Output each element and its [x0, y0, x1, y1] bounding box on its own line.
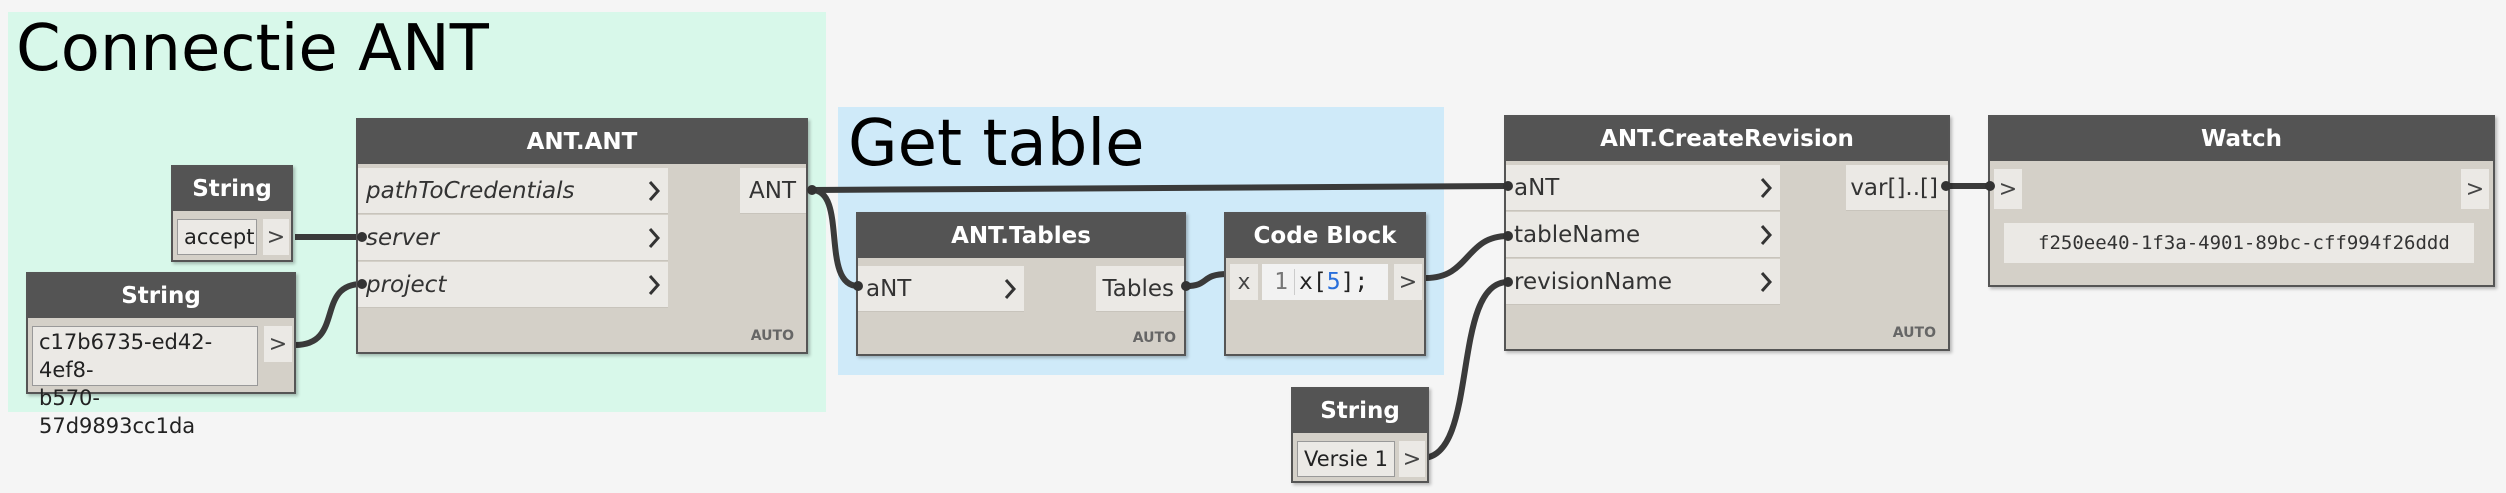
output-port[interactable]: >	[1394, 264, 1422, 300]
input-port-pathtocredentials[interactable]: pathToCredentials	[358, 168, 668, 214]
node-title: String	[1293, 389, 1427, 433]
port-label: revisionName	[1514, 268, 1672, 295]
chevron-right-icon	[648, 274, 661, 295]
connector-dot	[1941, 181, 1951, 191]
string-node-versie[interactable]: String Versie 1 >	[1291, 387, 1429, 483]
input-port-ant[interactable]: aNT	[1506, 165, 1780, 211]
port-label: aNT	[1514, 174, 1560, 201]
port-label: pathToCredentials	[366, 177, 575, 204]
node-title: ANT.CreateRevision	[1506, 117, 1948, 161]
ant-tables-node[interactable]: ANT.Tables aNT Tables AUTO	[856, 212, 1186, 356]
chevron-right-icon	[648, 227, 661, 248]
output-port[interactable]: >	[1399, 441, 1425, 477]
port-label: server	[366, 224, 439, 251]
string-value-field[interactable]: accept	[177, 219, 257, 255]
wire-project-project	[294, 281, 363, 348]
string-value-line: b570-57d9893cc1da	[39, 386, 196, 438]
connector-dot	[1181, 281, 1191, 291]
group-title: Connectie ANT	[16, 12, 489, 86]
output-port[interactable]: >	[263, 219, 289, 255]
chevron-right-icon	[1760, 177, 1773, 198]
connector-dot	[1503, 181, 1513, 191]
connector-dot	[807, 185, 817, 195]
ant-createrevision-node[interactable]: ANT.CreateRevision aNT tableName revisio…	[1504, 115, 1950, 351]
connector-dot	[1985, 181, 1995, 191]
connector-dot	[357, 279, 367, 289]
connector-dot	[1503, 231, 1513, 241]
node-title: ANT.Tables	[858, 214, 1184, 258]
string-value-field[interactable]: Versie 1	[1297, 441, 1395, 477]
code-block-node[interactable]: Code Block x 1 x [ 5 ]; >	[1224, 212, 1426, 356]
string-node-project[interactable]: String c17b6735-ed42-4ef8- b570-57d9893c…	[26, 272, 296, 438]
code-bracket-close: ];	[1340, 269, 1369, 295]
input-port-ant[interactable]: aNT	[858, 266, 1024, 312]
chevron-right-icon	[648, 180, 661, 201]
code-bracket-open: [	[1312, 269, 1327, 295]
string-value-line: c17b6735-ed42-4ef8-	[39, 330, 213, 382]
watch-value: f250ee40-1f3a-4901-89bc-cff994f26ddd	[2038, 232, 2450, 254]
connector-dot	[853, 281, 863, 291]
chevron-right-icon	[1760, 271, 1773, 292]
input-port[interactable]: >	[1994, 169, 2022, 209]
chevron-right-icon	[1760, 224, 1773, 245]
node-title: Watch	[1990, 117, 2493, 161]
node-title: String	[28, 274, 294, 318]
input-port-project[interactable]: project	[358, 262, 668, 308]
ant-ant-node[interactable]: ANT.ANT pathToCredentials server project…	[356, 118, 808, 354]
output-port[interactable]: >	[264, 326, 292, 362]
lacing-label: AUTO	[750, 328, 794, 344]
watch-node[interactable]: Watch > > f250ee40-1f3a-4901-89bc-cff994…	[1988, 115, 2495, 287]
node-title: ANT.ANT	[358, 120, 806, 164]
wire-versie-revisionname	[1421, 279, 1509, 461]
port-label: Tables	[1102, 275, 1174, 302]
node-title: Code Block	[1226, 214, 1424, 258]
input-port-x[interactable]: x	[1230, 264, 1258, 300]
port-label: tableName	[1514, 221, 1641, 248]
code-editor[interactable]: 1 x [ 5 ];	[1262, 264, 1388, 300]
string-node-accept[interactable]: String accept >	[171, 165, 293, 262]
input-port-tablename[interactable]: tableName	[1506, 212, 1780, 258]
connector-dot	[1503, 277, 1513, 287]
port-label: aNT	[866, 275, 912, 302]
output-port-tables[interactable]: Tables	[1096, 266, 1184, 312]
input-port-server[interactable]: server	[358, 215, 668, 261]
line-number: 1	[1262, 269, 1295, 295]
chevron-right-icon	[1004, 278, 1017, 299]
wire-codeblock-tablename	[1425, 233, 1509, 281]
input-port-revisionname[interactable]: revisionName	[1506, 259, 1780, 305]
lacing-label: AUTO	[1132, 330, 1176, 346]
wire-ant-createrevision	[811, 183, 1509, 193]
port-label: ANT	[749, 177, 796, 204]
output-port[interactable]: >	[2461, 169, 2489, 209]
group-title: Get table	[848, 107, 1145, 181]
connector-dot	[357, 232, 367, 242]
wire-ant-anttables	[811, 187, 859, 289]
string-value-field[interactable]: c17b6735-ed42-4ef8- b570-57d9893cc1da	[32, 326, 258, 438]
output-port-var[interactable]: var[]..[]	[1846, 165, 1948, 211]
output-port-ant[interactable]: ANT	[740, 168, 806, 214]
code-number: 5	[1326, 269, 1341, 295]
code-identifier: x	[1299, 269, 1313, 295]
port-label: project	[366, 271, 447, 298]
watch-value-display: f250ee40-1f3a-4901-89bc-cff994f26ddd	[2004, 223, 2474, 263]
wire-tables-codeblock	[1185, 271, 1229, 289]
node-title: String	[173, 167, 291, 211]
lacing-label: AUTO	[1892, 325, 1936, 341]
port-label: var[]..[]	[1850, 174, 1938, 201]
